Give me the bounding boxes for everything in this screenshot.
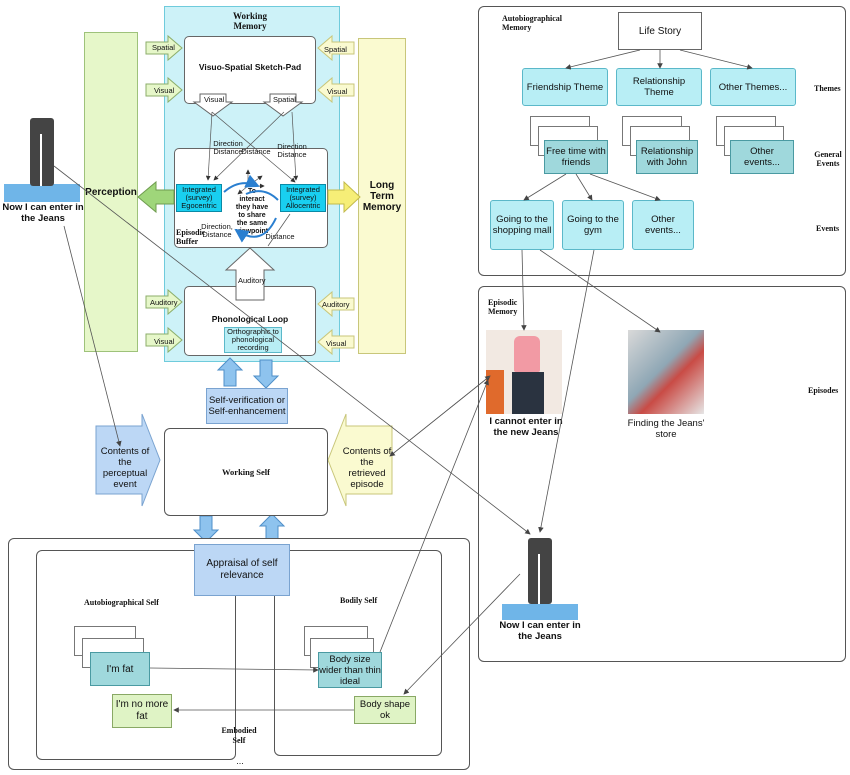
life-story-box: Life Story — [618, 12, 702, 50]
working-memory-title: Working Memory — [232, 11, 267, 31]
auditory-center-label: Auditory — [238, 276, 266, 285]
relationship-john-box: Relationship with John — [636, 140, 698, 174]
autobiographical-memory-title: Autobiographical Memory — [502, 14, 563, 32]
body-shape-box: Body shape ok — [354, 696, 416, 724]
events-label: Events — [816, 224, 840, 233]
friendship-theme-box: Friendship Theme — [522, 68, 608, 106]
inner-spatial-label: Spatial — [273, 95, 296, 104]
jeans-photo-right — [502, 532, 578, 620]
inner-visual-label: Visual — [204, 95, 225, 104]
contents-perceptual-label: Contents of the perceptual event — [100, 446, 150, 490]
visual-down-arrow — [192, 93, 234, 117]
sketchpad-box — [184, 36, 316, 104]
auditory-left-label: Auditory — [150, 298, 178, 307]
ws-up-arrow — [258, 513, 286, 541]
auditory-up-arrow — [224, 247, 276, 301]
going-mall-box: Going to the shopping mall — [490, 200, 554, 250]
jeans-caption-right: Now I can enter in the Jeans — [499, 620, 581, 642]
going-gym-box: Going to the gym — [562, 200, 624, 250]
sketchpad-title: Visuo-Spatial Sketch-Pad — [198, 62, 302, 72]
relationship-theme-box: Relationship Theme — [616, 68, 702, 106]
wm-down-arrow — [252, 359, 280, 389]
other-themes-box: Other Themes... — [710, 68, 796, 106]
embodied-ellipsis: ... — [236, 756, 244, 766]
themes-label: Themes — [814, 84, 841, 93]
other-events2-box: Other events... — [632, 200, 694, 250]
im-no-more-fat-box: I'm no more fat — [112, 694, 172, 728]
episodes-label: Episodes — [808, 386, 839, 395]
visual-left-arrow — [145, 76, 183, 104]
cannot-enter-photo — [486, 330, 562, 414]
other-events-box: Other events... — [730, 140, 794, 174]
jeans-photo-left — [4, 112, 80, 202]
visual-right-label: Visual — [327, 87, 348, 96]
auditory-right-label: Auditory — [322, 300, 350, 309]
spatial-down-arrow — [262, 93, 304, 117]
appraisal-box: Appraisal of self relevance — [194, 544, 290, 596]
visual-right-arrow — [317, 76, 355, 104]
im-fat-box: I'm fat — [90, 652, 150, 686]
spatial-left-label: Spatial — [152, 43, 175, 52]
self-verification-box: Self-verification or Self-enhancement — [206, 388, 288, 424]
body-size-box: Body size wider than thin ideal — [318, 652, 382, 688]
cannot-enter-caption: I cannot enter in the new Jeans — [489, 416, 563, 438]
embodied-self-label: Embodied Self — [221, 726, 257, 745]
jeans-caption-left: Now I can enter in the Jeans — [2, 202, 84, 224]
general-events-label: General Events — [814, 150, 842, 168]
wm-up-arrow — [216, 357, 244, 387]
to-ltm-arrow — [327, 180, 361, 214]
autobiographical-self-title: Autobiographical Self — [84, 598, 159, 607]
dir-dist-right-label: Direction Distance — [277, 142, 307, 159]
dir-dist-left-label: Direction Distance — [213, 139, 243, 156]
finding-store-photo — [628, 330, 704, 414]
episodic-memory-title: Episodic Memory — [488, 298, 518, 316]
working-self-box: Working Self — [164, 428, 328, 516]
finding-store-caption: Finding the Jeans' store — [627, 418, 705, 440]
distance-mid-label: Distance — [241, 147, 271, 156]
free-time-box: Free time with friends — [544, 140, 608, 174]
visual-right2-label: Visual — [326, 339, 347, 348]
visual-left-label: Visual — [154, 86, 175, 95]
spatial-right-arrow — [317, 34, 355, 62]
contents-episode-label: Contents of the retrieved episode — [342, 446, 392, 490]
spatial-left-arrow — [145, 34, 183, 62]
bodily-self-title: Bodily Self — [340, 596, 378, 605]
to-perception-arrow — [137, 180, 175, 214]
visual-left2-label: Visual — [154, 337, 175, 346]
spatial-right-label: Spatial — [324, 45, 347, 54]
